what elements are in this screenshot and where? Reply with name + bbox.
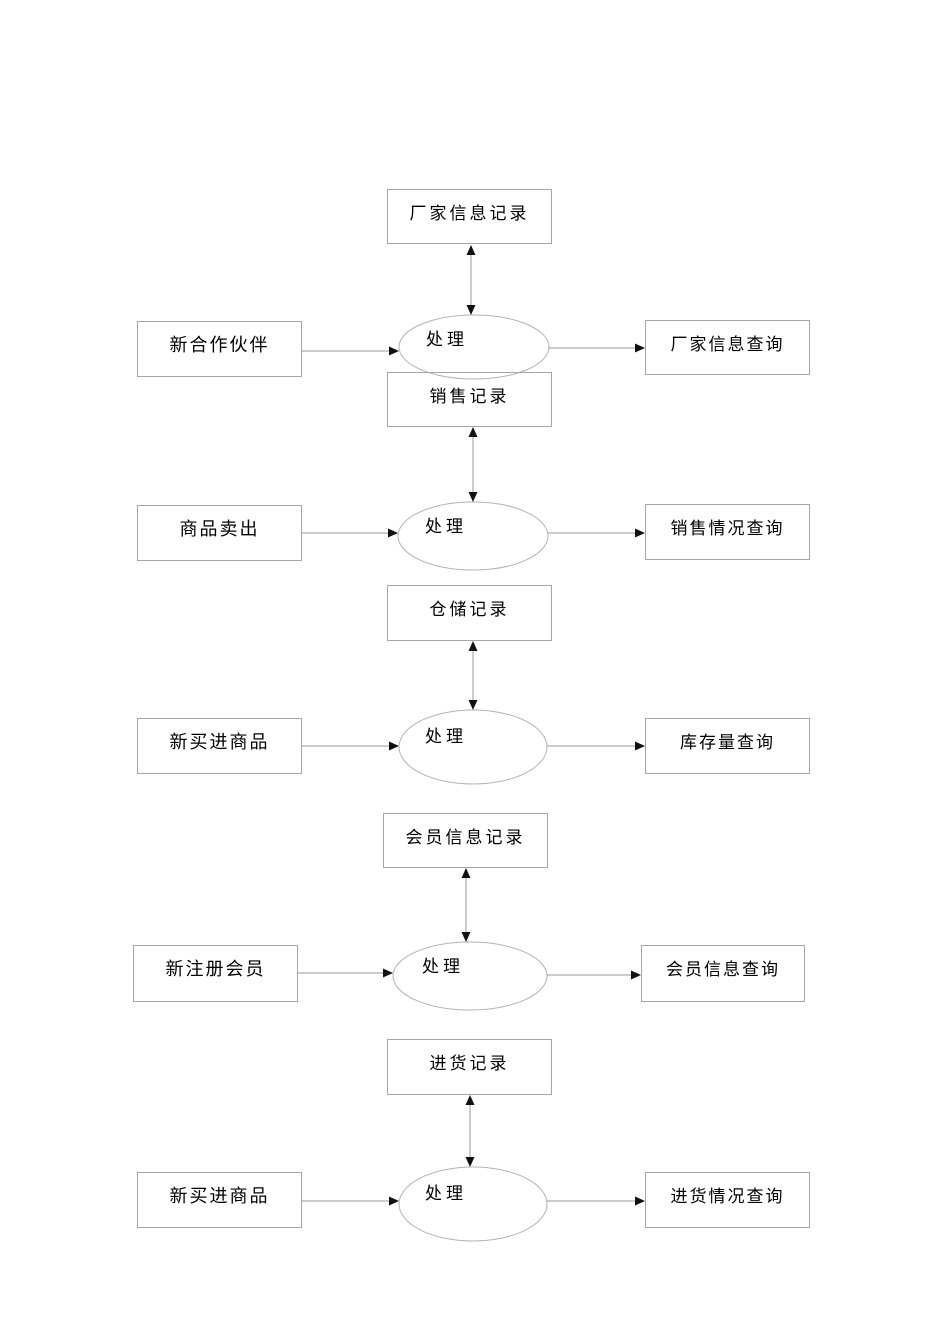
arrow-right-icon	[635, 741, 645, 751]
data-store-box: 厂家信息记录	[387, 189, 552, 244]
query-entity-box: 销售情况查询	[645, 504, 810, 560]
source-entity-box: 新合作伙伴	[137, 321, 302, 377]
arrow-down-icon	[461, 932, 471, 942]
source-entity-box: 商品卖出	[137, 505, 302, 561]
data-store-box: 会员信息记录	[383, 813, 548, 868]
process-label: 处理	[425, 517, 467, 536]
arrow-right-icon	[635, 343, 645, 353]
arrow-down-icon	[468, 700, 478, 710]
process-ellipse	[398, 314, 550, 380]
arrow-down-icon	[465, 1157, 475, 1167]
arrow-down-icon	[468, 492, 478, 502]
arrow-up-icon	[468, 427, 478, 437]
process-ellipse	[397, 501, 549, 571]
source-entity-box: 新注册会员	[133, 945, 298, 1002]
process-ellipse	[398, 1166, 548, 1242]
query-entity-box: 库存量查询	[645, 718, 810, 774]
arrow-right-icon	[635, 1196, 645, 1206]
process-label: 处理	[422, 957, 464, 976]
arrow-right-icon	[389, 741, 399, 751]
query-entity-box: 厂家信息查询	[645, 320, 810, 375]
arrow-right-icon	[383, 968, 393, 978]
process-label: 处理	[425, 1184, 467, 1203]
arrow-right-icon	[631, 970, 641, 980]
arrow-right-icon	[635, 528, 645, 538]
arrow-up-icon	[465, 1095, 475, 1105]
arrow-right-icon	[389, 1196, 399, 1206]
data-store-box: 进货记录	[387, 1039, 552, 1095]
query-entity-box: 会员信息查询	[641, 945, 805, 1002]
arrow-right-icon	[388, 528, 398, 538]
arrow-up-icon	[466, 245, 476, 255]
arrow-right-icon	[389, 346, 399, 356]
arrow-up-icon	[468, 641, 478, 651]
process-ellipse	[398, 709, 548, 785]
query-entity-box: 进货情况查询	[645, 1172, 810, 1228]
process-ellipse	[392, 941, 548, 1011]
data-store-box: 销售记录	[387, 372, 552, 427]
process-label: 处理	[426, 330, 468, 349]
source-entity-box: 新买进商品	[137, 1172, 302, 1228]
data-store-box: 仓储记录	[387, 585, 552, 641]
arrow-up-icon	[461, 868, 471, 878]
source-entity-box: 新买进商品	[137, 718, 302, 774]
process-label: 处理	[425, 727, 467, 746]
arrow-down-icon	[466, 305, 476, 315]
